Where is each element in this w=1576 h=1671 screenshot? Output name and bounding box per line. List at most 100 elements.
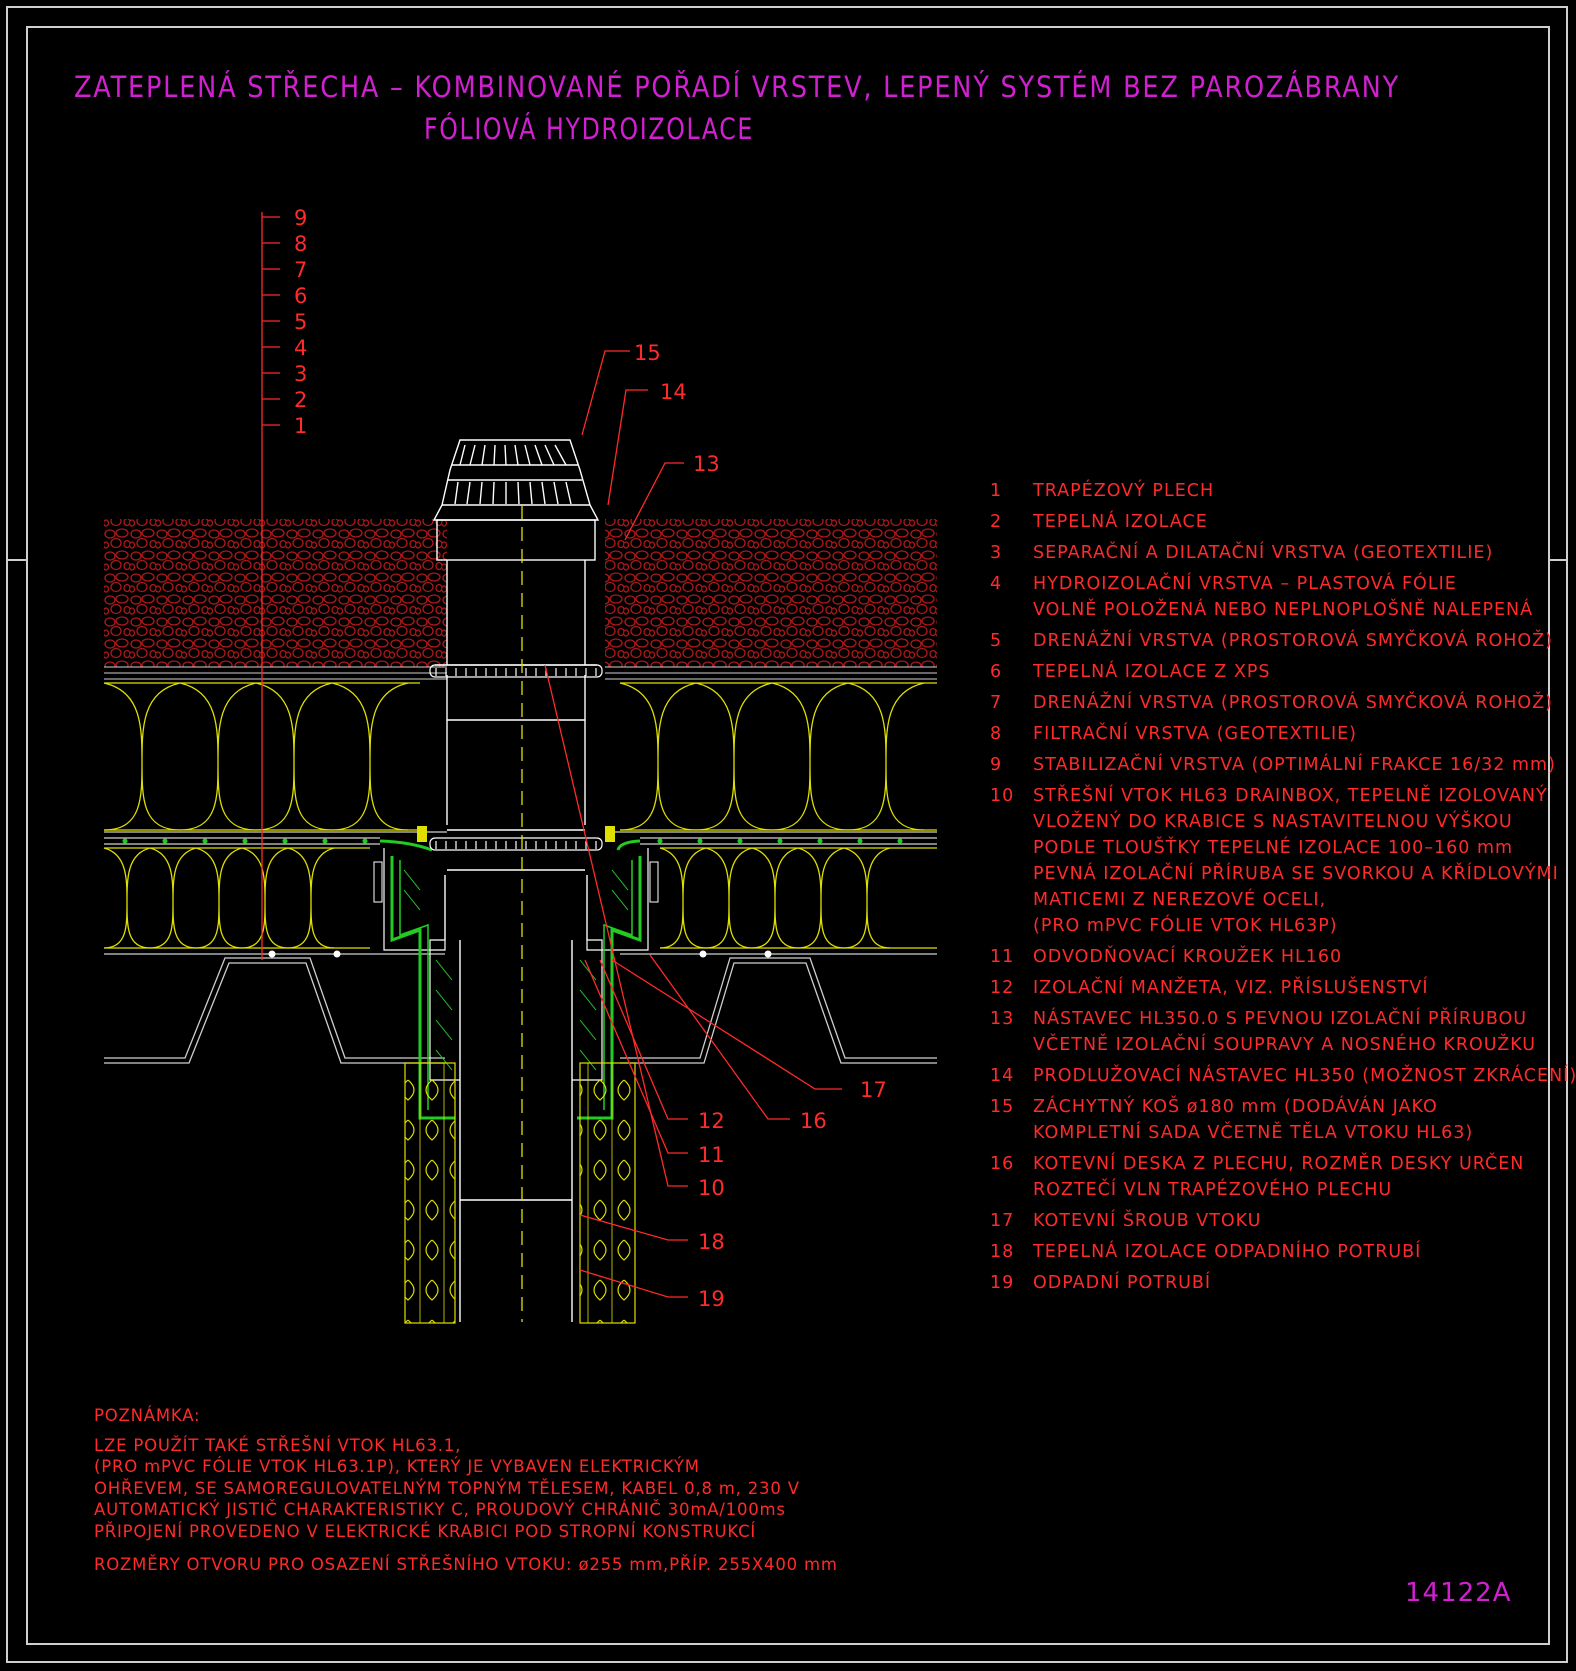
legend-text: VČETNĚ IZOLAČNÍ SOUPRAVY A NOSNÉHO KROUŽ… <box>1033 1035 1537 1055</box>
legend-number: 12 <box>990 978 1015 998</box>
waterproof-membrane <box>104 831 937 852</box>
legend-text: PEVNÁ IZOLAČNÍ PŘÍRUBA SE SVORKOU A KŘÍD… <box>1033 864 1559 884</box>
scale-num-2: 2 <box>294 388 307 412</box>
callout-15: 15 <box>634 341 661 365</box>
legend-number: 18 <box>990 1242 1015 1262</box>
leader-lines <box>544 350 842 1298</box>
anchor-screws <box>268 950 772 958</box>
note-line-5: PŘIPOJENÍ PROVEDENO V ELEKTRICKÉ KRABICI… <box>94 1521 757 1541</box>
flange-rings <box>429 664 603 851</box>
layer-scale-numbers: 9 8 7 6 5 4 3 2 1 <box>294 206 307 438</box>
legend-number: 7 <box>990 693 1003 713</box>
legend-number: 9 <box>990 755 1003 775</box>
note-line-1: LZE POUŽÍT TAKÉ STŘEŠNÍ VTOK HL63.1, <box>94 1435 462 1455</box>
callout-16: 16 <box>800 1109 827 1133</box>
legend-text: NÁSTAVEC HL350.0 S PEVNOU IZOLAČNÍ PŘÍRU… <box>1033 1009 1528 1029</box>
legend-text: ODPADNÍ POTRUBÍ <box>1033 1273 1212 1293</box>
legend-text: DRENÁŽNÍ VRSTVA (PROSTOROVÁ SMYČKOVÁ ROH… <box>1033 693 1553 713</box>
legend-text: STŘEŠNÍ VTOK HL63 DRAINBOX, TEPELNĚ IZOL… <box>1033 786 1548 806</box>
legend-number: 16 <box>990 1154 1015 1174</box>
legend-text: VOLNĚ POLOŽENÁ NEBO NEPLNOPLOŠNĚ NALEPEN… <box>1033 600 1534 620</box>
inner-frame <box>26 26 1550 1645</box>
scale-num-8: 8 <box>294 232 307 256</box>
callout-labels: 15 14 13 17 12 16 11 10 18 19 <box>634 341 887 1311</box>
legend-number: 15 <box>990 1097 1015 1117</box>
legend-item-5: 5 DRENÁŽNÍ VRSTVA (PROSTOROVÁ SMYČKOVÁ RO… <box>990 628 1576 654</box>
legend-item-9: 9 STABILIZAČNÍ VRSTVA (OPTIMÁLNÍ FRAKCE 1… <box>990 752 1576 778</box>
legend-text: SEPARAČNÍ A DILATAČNÍ VRSTVA (GEOTEXTILI… <box>1033 543 1494 563</box>
scale-num-9: 9 <box>294 206 307 230</box>
legend-item-14: 14 PRODLUŽOVACÍ NÁSTAVEC HL350 (MOŽNOST Z… <box>990 1063 1576 1089</box>
legend-number: 14 <box>990 1066 1015 1086</box>
legend-text: ZÁCHYTNÝ KOŠ ø180 mm (DODÁVÁN JAKO <box>1033 1097 1438 1117</box>
legend-item-8: 8 FILTRAČNÍ VRSTVA (GEOTEXTILIE) <box>990 721 1576 747</box>
frame-tick-right <box>1550 559 1568 561</box>
legend-number: 1 <box>990 481 1003 501</box>
wing-nuts <box>417 826 615 842</box>
callout-14: 14 <box>660 380 687 404</box>
legend-item-6: 6 TEPELNÁ IZOLACE Z XPS <box>990 659 1576 685</box>
gravel-left <box>104 519 447 667</box>
legend-number: 8 <box>990 724 1003 744</box>
legend-text: IZOLAČNÍ MANŽETA, VIZ. PŘÍSLUŠENSTVÍ <box>1033 978 1429 998</box>
note-dimensions: ROZMĚRY OTVORU PRO OSAZENÍ STŘEŠNÍHO VTO… <box>94 1555 838 1574</box>
drain-body <box>432 439 600 1322</box>
note-line-2: (PRO mPVC FÓLIE VTOK HL63.1P), KTERÝ JE … <box>94 1457 700 1476</box>
gravel-right <box>605 519 937 667</box>
note-line-4: AUTOMATICKÝ JISTIČ CHARAKTERISTIKY C, PR… <box>94 1500 786 1519</box>
pipe-insulation-left <box>404 1062 456 1324</box>
note: POZNÁMKA: LZE POUŽÍT TAKÉ STŘEŠNÍ VTOK H… <box>94 1405 838 1576</box>
scale-num-1: 1 <box>294 414 307 438</box>
drawing-title: ZATEPLENÁ STŘECHA – KOMBINOVANÉ POŘADÍ V… <box>74 70 1400 104</box>
trapezoidal-sheet <box>104 953 937 1064</box>
legend-item-12: 12 IZOLAČNÍ MANŽETA, VIZ. PŘÍSLUŠENSTVÍ <box>990 975 1576 1001</box>
thermal-insulation <box>103 847 937 949</box>
note-heading: POZNÁMKA: <box>94 1406 201 1425</box>
callout-10: 10 <box>698 1176 725 1200</box>
legend-number: 6 <box>990 662 1003 682</box>
frame-tick-left <box>8 559 26 561</box>
xps-insulation <box>103 682 937 831</box>
legend-item-7: 7 DRENÁŽNÍ VRSTVA (PROSTOROVÁ SMYČKOVÁ RO… <box>990 690 1576 716</box>
legend-text: PODLE TLOUŠŤKY TEPELNÉ IZOLACE 100–160 m… <box>1033 838 1514 858</box>
callout-18: 18 <box>698 1230 725 1254</box>
legend-text: FILTRAČNÍ VRSTVA (GEOTEXTILIE) <box>1033 724 1358 744</box>
legend-text: HYDROIZOLAČNÍ VRSTVA – PLASTOVÁ FÓLIE <box>1033 574 1457 594</box>
legend-number: 10 <box>990 786 1015 806</box>
legend-text: TEPELNÁ IZOLACE ODPADNÍHO POTRUBÍ <box>1033 1242 1422 1262</box>
callout-11: 11 <box>698 1143 725 1167</box>
legend-text: DRENÁŽNÍ VRSTVA (PROSTOROVÁ SMYČKOVÁ ROH… <box>1033 631 1553 651</box>
callout-13: 13 <box>693 452 720 476</box>
scale-num-3: 3 <box>294 362 307 386</box>
legend-text: PRODLUŽOVACÍ NÁSTAVEC HL350 (MOŽNOST ZKR… <box>1033 1066 1576 1086</box>
legend-number: 19 <box>990 1273 1015 1293</box>
callout-12: 12 <box>698 1109 725 1133</box>
legend-text: TEPELNÁ IZOLACE Z XPS <box>1033 662 1271 682</box>
scale-num-6: 6 <box>294 284 307 308</box>
note-line-3: OHŘEVEM, SE SAMOREGULOVATELNÝM TOPNÝM TĚ… <box>94 1478 800 1498</box>
legend-item-18: 18 TEPELNÁ IZOLACE ODPADNÍHO POTRUBÍ <box>990 1239 1576 1265</box>
legend-text: TEPELNÁ IZOLACE <box>1033 512 1208 532</box>
callout-19: 19 <box>698 1287 725 1311</box>
pipe-insulation-right <box>579 1062 636 1324</box>
legend-text: KOTEVNÍ ŠROUB VTOKU <box>1033 1211 1262 1231</box>
legend-item-19: 19 ODPADNÍ POTRUBÍ <box>990 1270 1576 1296</box>
legend-text: MATICEMI Z NEREZOVÉ OCELI, <box>1033 890 1327 910</box>
callout-17: 17 <box>860 1078 887 1102</box>
drawing-subtitle: FÓLIOVÁ HYDROIZOLACE <box>424 112 754 146</box>
scale-num-5: 5 <box>294 310 307 334</box>
scale-num-7: 7 <box>294 258 307 282</box>
legend-text: VLOŽENÝ DO KRABICE S NASTAVITELNOU VÝŠKO… <box>1033 812 1513 832</box>
legend-text: ROZTEČÍ VLN TRAPÉZOVÉHO PLECHU <box>1033 1180 1393 1200</box>
legend-text: STABILIZAČNÍ VRSTVA (OPTIMÁLNÍ FRAKCE 16… <box>1033 755 1556 775</box>
legend-number: 5 <box>990 631 1003 651</box>
